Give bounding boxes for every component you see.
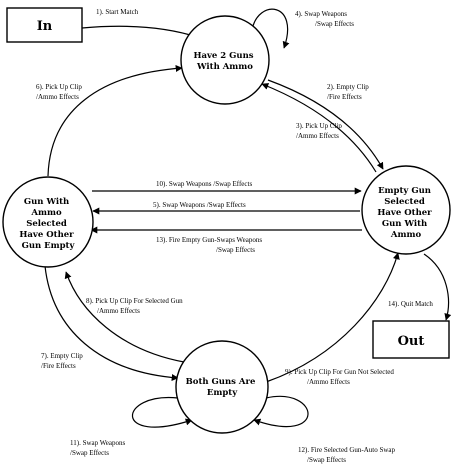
label-line: 8). Pick Up Clip For Selected Gun bbox=[86, 297, 183, 305]
label-t10: 10). Swap Weapons /Swap Effects bbox=[156, 180, 252, 188]
state-line: Have Other bbox=[377, 208, 432, 218]
edge-start-match bbox=[81, 25, 198, 39]
state-line: Empty bbox=[207, 388, 238, 398]
state-both-guns-empty: Both Guns Are Empty bbox=[175, 340, 269, 434]
label-t7: 7). Empty Clip /Fire Effects bbox=[41, 352, 85, 370]
label-line: 2). Empty Clip bbox=[327, 83, 369, 91]
label-line: 3). Pick Up Clip bbox=[296, 122, 342, 130]
label-line: 9). Pick Up Clip For Gun Not Selected bbox=[285, 368, 394, 376]
state-right-label: Empty Gun Selected Have Other Gun With A… bbox=[377, 186, 434, 240]
state-line: Both Guns Are bbox=[186, 377, 256, 387]
out-box: Out bbox=[372, 320, 450, 359]
label-line: /Fire Effects bbox=[327, 93, 362, 101]
state-line: Selected bbox=[26, 219, 67, 229]
out-box-label: Out bbox=[398, 334, 425, 349]
state-line: Have Other bbox=[19, 230, 74, 240]
edge-quit-match bbox=[423, 253, 452, 321]
label-t14: 14). Quit Match bbox=[388, 300, 433, 308]
state-line: Selected bbox=[384, 197, 425, 207]
state-left-label: Gun With Ammo Selected Have Other Gun Em… bbox=[19, 197, 76, 251]
label-line: /Fire Effects bbox=[41, 362, 76, 370]
label-line: /Ammo Effects bbox=[307, 378, 350, 386]
state-have-two-guns: Have 2 Guns With Ammo bbox=[180, 15, 270, 105]
label-line: /Swap Effects bbox=[307, 456, 346, 464]
label-t5: 5). Swap Weapons /Swap Effects bbox=[153, 201, 246, 209]
label-t4: 4). Swap Weapons /Swap Effects bbox=[295, 10, 354, 28]
state-gun-with-ammo-selected: Gun With Ammo Selected Have Other Gun Em… bbox=[2, 176, 94, 268]
label-line: 6). Pick Up Clip bbox=[36, 83, 82, 91]
edge-self-swap-top bbox=[251, 8, 290, 49]
label-t13: 13). Fire Empty Gun-Swaps Weapons /Swap … bbox=[156, 236, 264, 254]
label-line: 4). Swap Weapons bbox=[295, 10, 347, 18]
state-line: Have 2 Guns bbox=[193, 51, 253, 61]
label-t12: 12). Fire Selected Gun-Auto Swap /Swap E… bbox=[298, 446, 397, 464]
label-line: 11). Swap Weapons bbox=[70, 439, 126, 447]
label-line: /Swap Effects bbox=[70, 449, 109, 457]
label-t3: 3). Pick Up Clip /Ammo Effects bbox=[296, 122, 344, 140]
label-line: /Swap Effects bbox=[315, 20, 354, 28]
in-box: In bbox=[6, 7, 83, 43]
label-line: 7). Empty Clip bbox=[41, 352, 83, 360]
state-line: Gun Empty bbox=[22, 241, 76, 251]
label-line: /Swap Effects bbox=[216, 246, 255, 254]
label-line: 5). Swap Weapons /Swap Effects bbox=[153, 201, 246, 209]
label-t6: 6). Pick Up Clip /Ammo Effects bbox=[36, 83, 84, 101]
label-t11: 11). Swap Weapons /Swap Effects bbox=[70, 439, 127, 457]
edge-self-swap-bottom bbox=[131, 396, 193, 428]
label-t2: 2). Empty Clip /Fire Effects bbox=[327, 83, 371, 101]
state-line: Gun With bbox=[382, 219, 427, 229]
state-empty-gun-selected: Empty Gun Selected Have Other Gun With A… bbox=[361, 165, 451, 255]
label-line: 10). Swap Weapons /Swap Effects bbox=[156, 180, 252, 188]
edge-pickup-not-selected bbox=[265, 252, 400, 383]
state-line: With Ammo bbox=[196, 62, 253, 72]
edge-pickup-clip-right bbox=[261, 83, 377, 173]
label-line: /Ammo Effects bbox=[296, 132, 339, 140]
state-have-two-guns-label: Have 2 Guns With Ammo bbox=[193, 51, 256, 72]
label-line: 1). Start Match bbox=[96, 8, 139, 16]
label-t9: 9). Pick Up Clip For Gun Not Selected /A… bbox=[285, 368, 396, 386]
label-t8: 8). Pick Up Clip For Selected Gun /Ammo … bbox=[86, 297, 184, 315]
in-box-label: In bbox=[37, 19, 53, 34]
edge-pickup-selected bbox=[64, 271, 185, 363]
state-line: Gun With bbox=[24, 197, 69, 207]
label-line: 13). Fire Empty Gun-Swaps Weapons bbox=[156, 236, 262, 244]
edge-empty-clip-top bbox=[267, 79, 384, 170]
label-line: /Ammo Effects bbox=[36, 93, 79, 101]
edge-self-fire-auto bbox=[253, 395, 309, 428]
state-line: Empty Gun bbox=[378, 186, 431, 196]
label-line: 14). Quit Match bbox=[388, 300, 433, 308]
label-line: /Ammo Effects bbox=[97, 307, 140, 315]
state-both-empty-label: Both Guns Are Empty bbox=[186, 377, 259, 398]
state-line: Ammo bbox=[30, 208, 62, 218]
label-t1: 1). Start Match bbox=[96, 8, 139, 16]
label-line: 12). Fire Selected Gun-Auto Swap bbox=[298, 446, 396, 454]
state-line: Ammo bbox=[390, 230, 422, 240]
edge-empty-clip-left bbox=[44, 265, 179, 382]
edge-pickup-clip-left bbox=[47, 64, 183, 177]
